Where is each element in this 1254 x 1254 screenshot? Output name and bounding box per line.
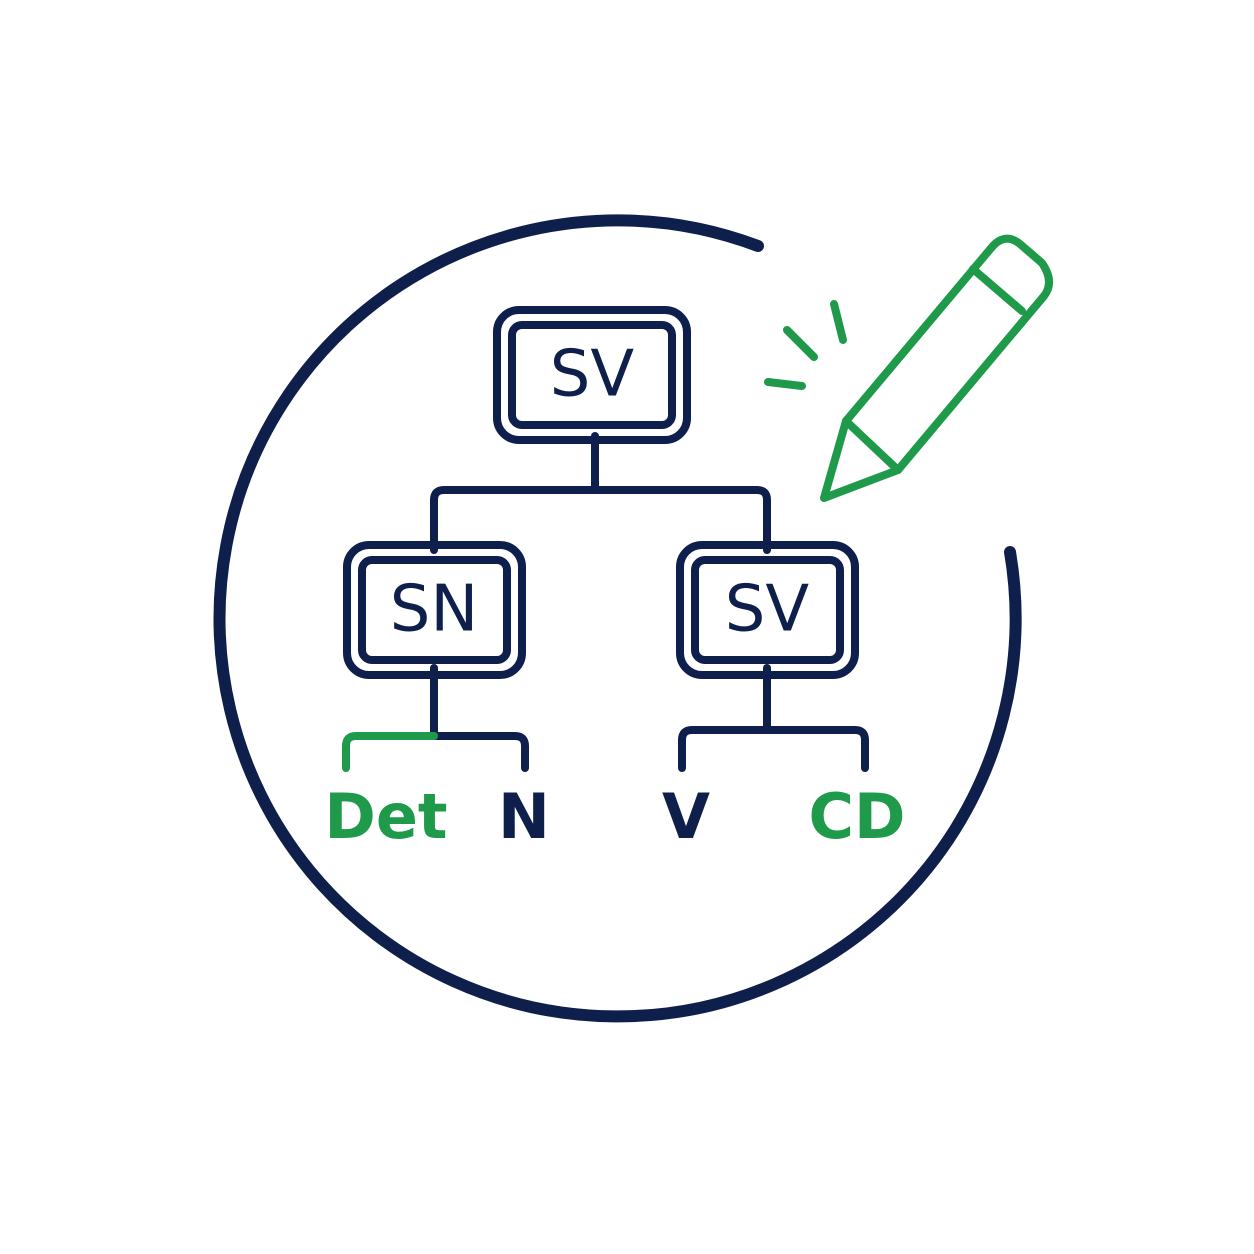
sv-label: SV [725,573,810,647]
tree-node-sv: SV [676,541,859,679]
det-connector [342,732,438,772]
tree-node-sn: SN [343,541,526,679]
pencil-icon [820,234,1053,502]
spark-lines-icon [764,300,847,390]
leaf-v: V [662,780,710,853]
tree-node-root: SV [493,306,691,444]
leaf-det: Det [324,780,447,853]
open-circle-frame [213,214,1022,1023]
root-label: SV [550,338,635,412]
leaf-cd: CD [809,780,906,853]
sn-label: SN [390,573,479,647]
leaf-n: N [498,780,550,853]
